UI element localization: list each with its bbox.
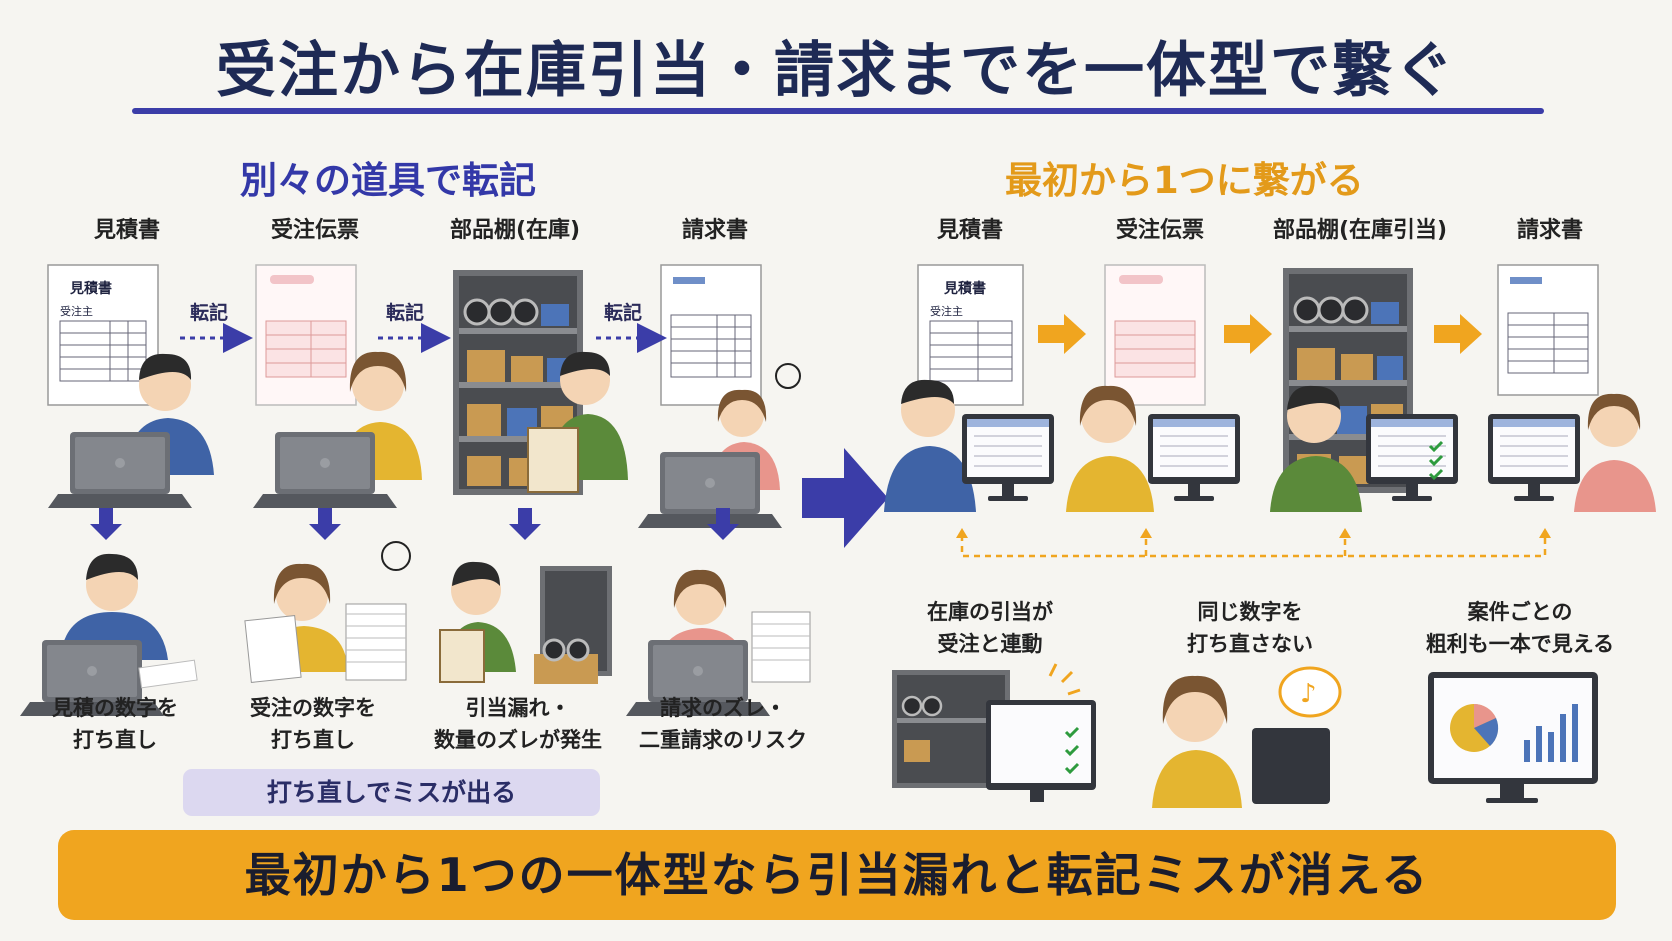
right-quote-doc-subtitle: 受注主 (930, 305, 963, 318)
left-step-invoice: 請求書 (681, 218, 748, 243)
left-down-arrows (90, 508, 739, 540)
title-underline (132, 108, 1544, 114)
left-invoice-doc (660, 264, 762, 406)
transfer-label-1: 転記 (190, 302, 229, 324)
right-step-order: 受注伝票 (1115, 218, 1204, 243)
left-order-doc (255, 264, 357, 406)
caption-4: 請求のズレ・二重請求のリスク (639, 696, 807, 752)
benefit-stock-image (892, 663, 1096, 802)
left-worker-4 (638, 363, 801, 528)
right-section-heading: 最初から1つに繋がる (1005, 159, 1364, 202)
problem-figure-2 (244, 541, 411, 683)
caption-3: 引当漏れ・数量のズレが発生 (434, 696, 602, 752)
benefit-dashboard-image (1428, 672, 1598, 803)
benefit-caption-2: 同じ数字を打ち直さない (1187, 600, 1313, 656)
link-arrowheads (956, 528, 1551, 538)
right-order-doc (1104, 264, 1206, 406)
right-quote-doc (917, 264, 1024, 406)
caption-1: 見積の数字を打ち直し (52, 696, 178, 752)
right-worker-3 (1270, 385, 1459, 512)
benefit-caption-3: 案件ごとの粗利も一本で見える (1425, 600, 1615, 656)
benefit-person-image: ♪ (1152, 666, 1342, 808)
left-quote-doc-title: 見積書 (70, 281, 112, 297)
problem-figure-4 (626, 569, 811, 716)
problem-figure-3 (439, 561, 612, 684)
left-worker-1 (48, 353, 214, 508)
left-worker-2 (253, 351, 422, 508)
shared-data-link (960, 535, 1547, 558)
transfer-label-3: 転記 (604, 302, 643, 324)
left-step-order: 受注伝票 (270, 218, 359, 243)
left-quote-doc-subtitle: 受注主 (60, 305, 93, 318)
problem-figure-1 (20, 553, 198, 716)
right-step-invoice: 請求書 (1516, 218, 1583, 243)
page-title: 受注から在庫引当・請求までを一体型で繋ぐ (216, 36, 1456, 106)
right-flow-arrows (1038, 314, 1482, 354)
left-worker-3 (527, 351, 628, 493)
error-callout: 打ち直しでミスが出る (183, 769, 600, 816)
right-step-shelf: 部品棚(在庫引当) (1272, 218, 1448, 243)
caption-2: 受注の数字を打ち直し (250, 696, 376, 752)
right-worker-1 (884, 379, 1055, 512)
left-step-shelf: 部品棚(在庫) (449, 218, 581, 243)
transfer-label-2: 転記 (386, 302, 425, 324)
left-section-heading: 別々の道具で転記 (240, 159, 536, 202)
svg-text:♪: ♪ (1300, 679, 1317, 709)
transition-arrow (802, 448, 888, 548)
right-quote-doc-title: 見積書 (944, 281, 986, 297)
right-step-quote: 見積書 (936, 218, 1003, 243)
left-step-quote: 見積書 (93, 218, 160, 243)
right-worker-4 (1487, 393, 1656, 512)
benefit-caption-1: 在庫の引当が受注と連動 (927, 600, 1053, 656)
right-invoice-doc (1497, 264, 1599, 396)
right-worker-2 (1066, 385, 1241, 512)
conclusion-banner: 最初から1つの一体型なら引当漏れと転記ミスが消える (58, 830, 1616, 920)
